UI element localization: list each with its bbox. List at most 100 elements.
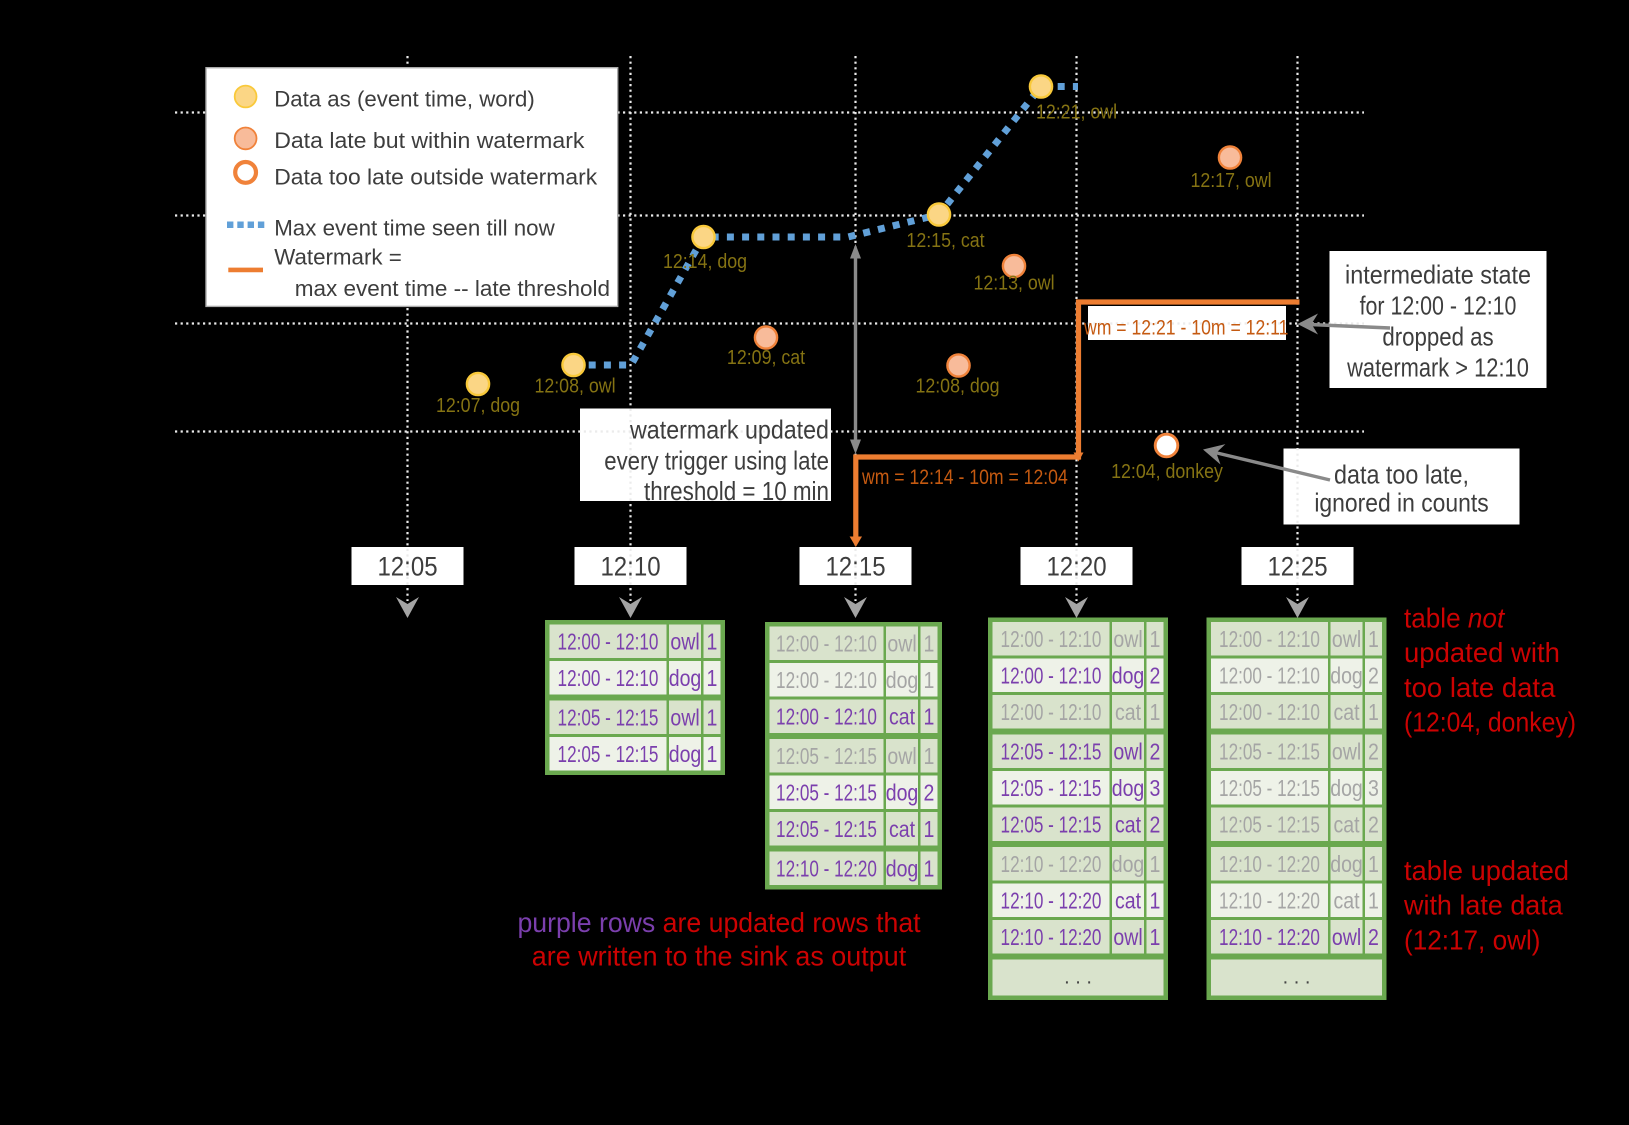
svg-text:12:05 - 12:15: 12:05 - 12:15 [558, 706, 659, 731]
svg-text:2: 2 [1368, 812, 1379, 838]
svg-text:(12:17, owl): (12:17, owl) [1404, 925, 1540, 956]
svg-text:1: 1 [1150, 626, 1161, 652]
svg-text:2: 2 [924, 780, 935, 806]
svg-text:1: 1 [924, 631, 935, 657]
svg-text:table not: table not [1404, 603, 1506, 634]
svg-text:2: 2 [1150, 739, 1161, 765]
svg-text:watermark > 12:10: watermark > 12:10 [1346, 354, 1529, 383]
svg-text:12:00 - 12:10: 12:00 - 12:10 [1001, 700, 1102, 725]
svg-text:12:05 - 12:15: 12:05 - 12:15 [1001, 813, 1102, 838]
svg-text:dropped as: dropped as [1382, 323, 1493, 352]
svg-text:threshold = 10 min: threshold = 10 min [644, 478, 829, 507]
svg-text:1: 1 [924, 816, 935, 842]
svg-text:1: 1 [924, 743, 935, 769]
svg-text:dog: dog [669, 665, 702, 691]
svg-text:3: 3 [1368, 775, 1379, 801]
svg-text:dog: dog [669, 741, 702, 767]
svg-text:cat: cat [1333, 888, 1359, 914]
svg-text:1: 1 [707, 741, 718, 767]
svg-text:too late data: too late data [1404, 672, 1556, 703]
svg-text:(12:04, donkey): (12:04, donkey) [1404, 706, 1576, 738]
svg-text:1: 1 [707, 629, 718, 655]
svg-text:12:08, dog: 12:08, dog [915, 376, 999, 398]
svg-text:owl: owl [887, 743, 916, 769]
svg-text:Data late but within watermark: Data late but within watermark [274, 129, 585, 153]
svg-text:12:00 - 12:10: 12:00 - 12:10 [1001, 664, 1102, 689]
svg-text:Watermark =: Watermark = [274, 244, 402, 269]
svg-text:1: 1 [924, 667, 935, 693]
svg-text:12:10 - 12:20: 12:10 - 12:20 [1001, 925, 1102, 950]
svg-text:dog: dog [886, 780, 919, 806]
svg-text:with late data: with late data [1403, 889, 1564, 920]
svg-text:12:05 - 12:15: 12:05 - 12:15 [776, 817, 877, 842]
svg-text:dog: dog [1330, 775, 1363, 801]
svg-text:12:00 - 12:10: 12:00 - 12:10 [776, 668, 877, 693]
svg-text:12:10 - 12:20: 12:10 - 12:20 [1001, 889, 1102, 914]
svg-text:12:05 - 12:15: 12:05 - 12:15 [776, 781, 877, 806]
svg-text:12:05: 12:05 [377, 552, 437, 582]
svg-text:data too late,: data too late, [1334, 462, 1469, 490]
svg-text:12:05 - 12:15: 12:05 - 12:15 [1001, 740, 1102, 765]
svg-text:dog: dog [1330, 851, 1363, 877]
svg-text:wm = 12:21 - 10m = 12:11: wm = 12:21 - 10m = 12:11 [1083, 316, 1288, 340]
svg-text:12:04, donkey: 12:04, donkey [1111, 461, 1223, 483]
svg-text:dog: dog [1112, 663, 1145, 689]
svg-text:cat: cat [889, 816, 915, 842]
svg-text:12:00 - 12:10: 12:00 - 12:10 [1219, 700, 1320, 725]
svg-text:owl: owl [1113, 626, 1142, 652]
svg-text:purple rows are updated rows t: purple rows are updated rows that [517, 907, 921, 938]
svg-text:Data too late outside watermar: Data too late outside watermark [274, 165, 598, 190]
svg-text:ignored in counts: ignored in counts [1314, 489, 1488, 517]
svg-text:dog: dog [1330, 663, 1363, 689]
svg-text:max event time -- late thresho: max event time -- late threshold [295, 276, 610, 301]
svg-text:1: 1 [1368, 626, 1379, 652]
svg-text:12:05 - 12:15: 12:05 - 12:15 [558, 742, 659, 767]
svg-text:for 12:00 - 12:10: for 12:00 - 12:10 [1360, 292, 1517, 320]
svg-text:12:00 - 12:10: 12:00 - 12:10 [776, 705, 877, 730]
svg-text:1: 1 [1150, 699, 1161, 725]
svg-text:12:05 - 12:15: 12:05 - 12:15 [1219, 740, 1320, 765]
svg-text:3: 3 [1150, 775, 1161, 801]
svg-text:1: 1 [1368, 888, 1379, 914]
svg-text:12:00 - 12:10: 12:00 - 12:10 [558, 630, 659, 655]
svg-text:12:10 - 12:20: 12:10 - 12:20 [776, 857, 877, 882]
svg-text:1: 1 [1150, 851, 1161, 877]
svg-text:1: 1 [1150, 924, 1161, 950]
svg-text:12:00 - 12:10: 12:00 - 12:10 [1001, 627, 1102, 652]
svg-text:12:05 - 12:15: 12:05 - 12:15 [776, 744, 877, 769]
svg-text:12:09, cat: 12:09, cat [727, 347, 806, 369]
svg-text:cat: cat [1333, 812, 1359, 838]
svg-text:cat: cat [889, 704, 915, 730]
svg-text:owl: owl [1332, 739, 1361, 765]
svg-text:are written to the sink as out: are written to the sink as output [532, 940, 907, 971]
svg-text:cat: cat [1115, 699, 1141, 725]
svg-text:12:17, owl: 12:17, owl [1190, 170, 1271, 192]
svg-text:12:15: 12:15 [825, 552, 885, 582]
svg-text:12:10 - 12:20: 12:10 - 12:20 [1001, 852, 1102, 877]
svg-text:12:20: 12:20 [1046, 552, 1106, 582]
svg-text:owl: owl [670, 705, 699, 731]
svg-text:cat: cat [1333, 699, 1359, 725]
svg-text:. . .: . . . [1283, 967, 1311, 989]
svg-text:12:15, cat: 12:15, cat [906, 230, 985, 252]
svg-text:12:00 - 12:10: 12:00 - 12:10 [1219, 664, 1320, 689]
svg-text:Data as (event time, word): Data as (event time, word) [274, 87, 535, 112]
svg-text:owl: owl [1332, 626, 1361, 652]
svg-text:cat: cat [1115, 888, 1141, 914]
svg-text:owl: owl [1113, 924, 1142, 950]
svg-text:2: 2 [1150, 812, 1161, 838]
svg-text:12:21, owl: 12:21, owl [1036, 102, 1117, 124]
svg-text:12:13, owl: 12:13, owl [973, 273, 1054, 295]
svg-text:cat: cat [1115, 812, 1141, 838]
svg-text:intermediate state: intermediate state [1345, 262, 1531, 290]
svg-text:2: 2 [1368, 663, 1379, 689]
svg-text:2: 2 [1150, 663, 1161, 689]
svg-text:table updated: table updated [1404, 855, 1569, 886]
svg-text:watermark updated: watermark updated [629, 417, 829, 445]
svg-text:dog: dog [886, 856, 919, 882]
svg-text:owl: owl [670, 629, 699, 655]
svg-text:Max event time seen till now: Max event time seen till now [274, 216, 556, 241]
svg-text:1: 1 [1150, 888, 1161, 914]
svg-text:2: 2 [1368, 739, 1379, 765]
svg-text:. . .: . . . [1064, 967, 1092, 989]
